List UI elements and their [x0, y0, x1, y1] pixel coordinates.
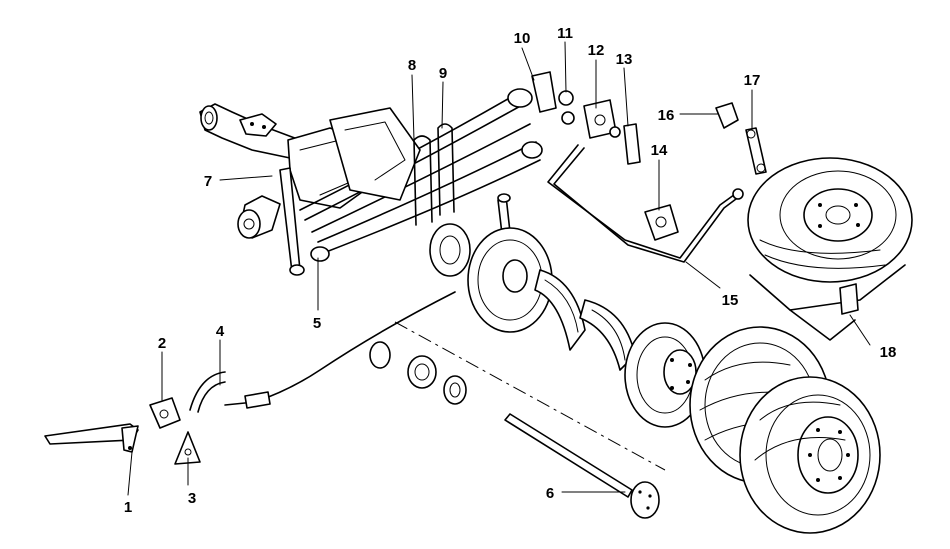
- callout-17: 17: [744, 72, 761, 89]
- callout-3: 3: [188, 490, 196, 507]
- link-bracket: [715, 102, 739, 129]
- brake-assembly: [429, 223, 636, 371]
- half-shaft: [504, 413, 660, 519]
- callout-2: 2: [158, 335, 166, 352]
- callout-6: 6: [546, 485, 554, 502]
- callout-9: 9: [439, 65, 447, 82]
- bar-clamp: [644, 204, 679, 241]
- spare-wheel: [747, 157, 913, 283]
- handbrake-cable: [189, 291, 456, 413]
- callout-8: 8: [408, 57, 416, 74]
- callout-numbers: 1 2 3 4 5 6 7 8 9 10 11 12 13 14 15 16 1…: [124, 25, 897, 516]
- callout-11: 11: [557, 25, 573, 42]
- callout-10: 10: [514, 30, 531, 47]
- callout-12: 12: [588, 42, 605, 59]
- mounting-brackets: [531, 71, 641, 165]
- callout-15: 15: [722, 292, 739, 309]
- wheel-hub: [624, 322, 706, 428]
- anti-roll-bar: [547, 144, 744, 263]
- callout-16: 16: [658, 107, 675, 124]
- callout-13: 13: [616, 51, 633, 68]
- drop-link: [745, 127, 767, 175]
- dual-rear-wheels: [689, 326, 881, 534]
- spare-carrier: [749, 264, 906, 341]
- u-bolts: [413, 123, 455, 226]
- lever-bracket: [149, 397, 181, 429]
- callout-14: 14: [651, 142, 668, 159]
- leader-lines: [127, 41, 871, 496]
- bearings: [369, 341, 467, 405]
- callout-5: 5: [313, 315, 321, 332]
- handbrake-lever: [44, 423, 139, 453]
- axis-centerline: [394, 321, 666, 471]
- callout-7: 7: [204, 173, 212, 190]
- leaf-spring: [299, 88, 543, 262]
- callout-18: 18: [880, 344, 897, 361]
- callout-4: 4: [216, 323, 225, 340]
- callout-1: 1: [124, 499, 132, 516]
